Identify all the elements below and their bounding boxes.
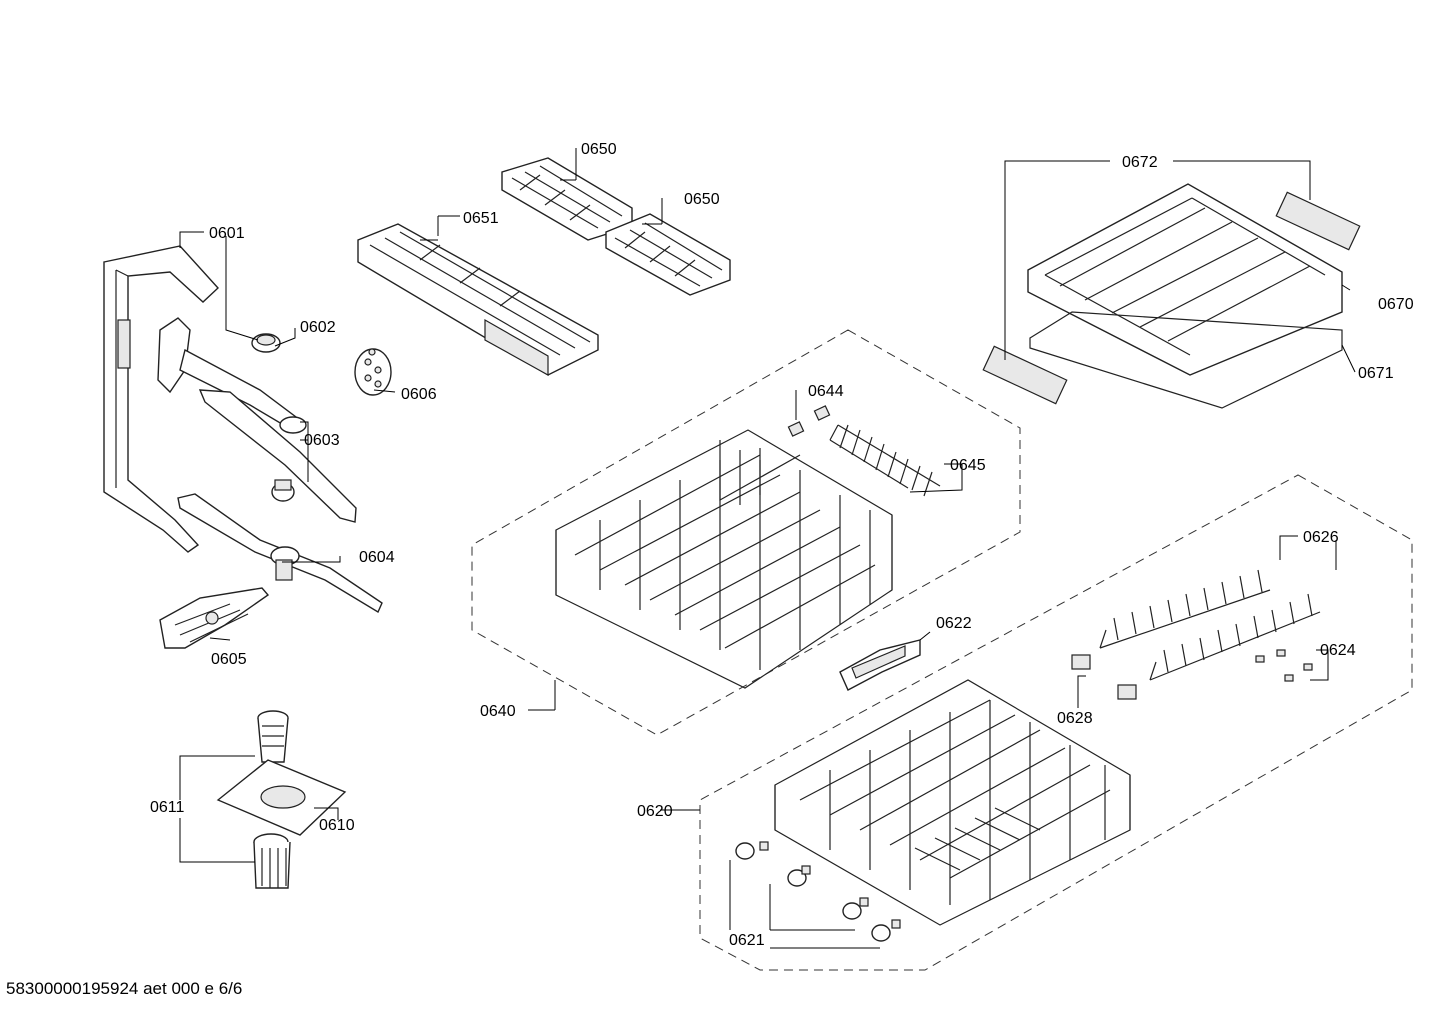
label-0670: 0670 bbox=[1378, 296, 1414, 313]
supply-pipe-0601 bbox=[103, 245, 219, 553]
fastener-set-0624 bbox=[1255, 649, 1313, 682]
lower-basket-group-outline bbox=[699, 474, 1413, 971]
label-0606: 0606 bbox=[401, 386, 437, 403]
label-0610: 0610 bbox=[319, 817, 355, 834]
cutlery-tray-0651 bbox=[357, 223, 599, 377]
filter-plate-0610 bbox=[216, 759, 347, 836]
drawer-frame-0671 bbox=[1029, 311, 1343, 409]
handle-0622 bbox=[839, 639, 921, 691]
label-0601: 0601 bbox=[209, 225, 245, 242]
label-0671: 0671 bbox=[1358, 365, 1394, 382]
callout-labels: 0601 0602 0603 0604 0605 0606 0611 0610 … bbox=[150, 141, 1414, 949]
label-0672: 0672 bbox=[1122, 154, 1158, 171]
label-0620: 0620 bbox=[637, 803, 673, 820]
label-0644: 0644 bbox=[808, 383, 844, 400]
plate-racks-0626 bbox=[1099, 569, 1321, 681]
cutlery-insert-0650-b bbox=[605, 213, 731, 296]
label-0622: 0622 bbox=[936, 615, 972, 632]
label-0645: 0645 bbox=[950, 457, 986, 474]
label-0651: 0651 bbox=[463, 210, 499, 227]
leader-lines bbox=[179, 148, 1356, 949]
upper-spray-arm-0603 bbox=[157, 317, 357, 523]
label-0602: 0602 bbox=[300, 319, 336, 336]
label-0650-b: 0650 bbox=[684, 191, 720, 208]
label-0603: 0603 bbox=[304, 432, 340, 449]
filter-disc-0606 bbox=[354, 348, 392, 396]
micro-filter-0611 bbox=[253, 833, 291, 889]
label-0640: 0640 bbox=[480, 703, 516, 720]
label-0624: 0624 bbox=[1320, 642, 1356, 659]
cutlery-drawer-0670 bbox=[1027, 183, 1343, 376]
strainer-plate-0605 bbox=[159, 587, 270, 649]
label-0650-a: 0650 bbox=[581, 141, 617, 158]
document-code: 58300000195924 aet 000 e 6/6 bbox=[6, 979, 243, 998]
spray-arm-mount-0602 bbox=[251, 333, 281, 353]
label-0605: 0605 bbox=[211, 651, 247, 668]
upper-basket-group-outline bbox=[471, 329, 1021, 736]
clip-0644 bbox=[787, 405, 831, 437]
runner-rails-0672 bbox=[982, 191, 1361, 405]
wheels-0621 bbox=[735, 841, 901, 942]
label-0621: 0621 bbox=[729, 932, 765, 949]
cutlery-insert-0650-a bbox=[501, 157, 633, 241]
label-0604: 0604 bbox=[359, 549, 395, 566]
lower-basket-0620 bbox=[774, 679, 1131, 926]
lower-spray-arm-0604 bbox=[177, 493, 383, 614]
hinge-clips-0628 bbox=[1071, 654, 1137, 700]
label-0611: 0611 bbox=[150, 799, 185, 816]
folding-rack-0645 bbox=[829, 424, 941, 497]
upper-basket-0640 bbox=[555, 429, 893, 689]
label-0628: 0628 bbox=[1057, 710, 1093, 727]
filter-cylinder-0611 bbox=[257, 710, 289, 763]
label-0626: 0626 bbox=[1303, 529, 1339, 546]
